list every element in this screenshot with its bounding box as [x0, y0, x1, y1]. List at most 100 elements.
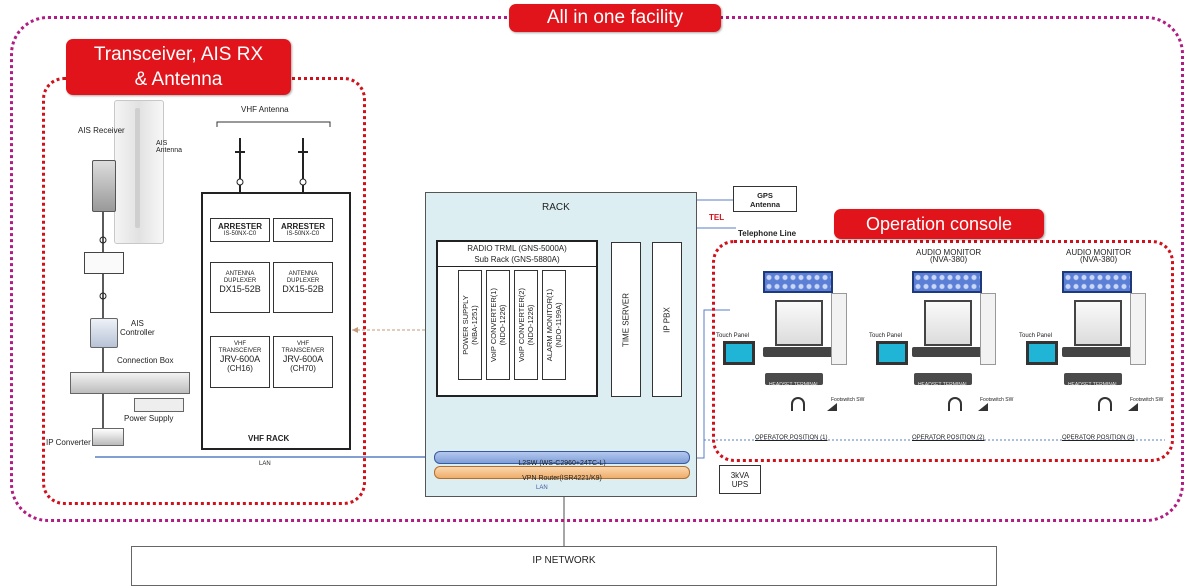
ip-network: IP NETWORK: [131, 546, 997, 586]
operator-position-3: AUDIO MONITOR (NVA-380) Touch Panel HEAD…: [1018, 245, 1168, 445]
arrester-2-model: IS-50NX-C0: [286, 231, 320, 237]
touch-panel-1: [723, 341, 755, 365]
arrester-1: ARRESTER IS-50NX-C0: [210, 218, 270, 242]
facility-banner: All in one facility: [509, 4, 721, 32]
computer-monitor-2: [924, 300, 972, 346]
footswitch-label-3: Footswitch SW: [1130, 397, 1164, 403]
module-alarm-monitor-label: ALARM MONITOR(1) (NDO-1199A): [545, 288, 563, 362]
headset-icon-1: [791, 397, 805, 411]
pc-tower-1: [831, 293, 847, 365]
module-alarm-monitor: ALARM MONITOR(1) (NDO-1199A): [542, 270, 566, 380]
module-power-supply-label: POWER SUPPLY (NBA-1251): [461, 295, 479, 355]
touch-panel-3: [1026, 341, 1058, 365]
module-voip-converter-2: VoIP CONVERTER(2) (NDO-1226): [514, 270, 538, 380]
operator-position-1: Touch Panel HEADSET TERMINAL Footswitch …: [715, 245, 865, 445]
vpn-router: VPN Router(ISR4221/K9): [434, 466, 690, 482]
headset-icon-2: [948, 397, 962, 411]
ais-receiver-label: AIS Receiver: [78, 126, 125, 135]
touch-panel-2: [876, 341, 908, 365]
headset-icon-3: [1098, 397, 1112, 411]
operator-position-2: AUDIO MONITOR (NVA-380) Touch Panel HEAD…: [868, 245, 1018, 445]
ip-pbx-label: IP PBX: [662, 306, 672, 333]
transceiver-banner-line2: & Antenna: [134, 69, 223, 90]
audio-monitor-label-3: AUDIO MONITOR (NVA-380): [1066, 248, 1132, 264]
ais-junction-box: [84, 252, 124, 274]
transceiver-banner-line1: Transceiver, AIS RX: [93, 44, 264, 65]
footswitch-icon-3: [1128, 403, 1138, 411]
footswitch-icon-1: [827, 403, 837, 411]
ups-label: 3kVA UPS: [730, 471, 750, 489]
footswitch-icon-2: [978, 403, 988, 411]
left-lan-label: LAN: [259, 461, 271, 467]
vhf-transceiver-1-channel: (CH16): [227, 364, 253, 373]
ip-network-label: IP NETWORK: [532, 555, 596, 566]
transceiver-banner: Transceiver, AIS RX & Antenna: [66, 39, 291, 95]
audio-monitor-1: [763, 271, 833, 293]
duplexer-2-label: ANTENNA DUPLEXER: [286, 271, 320, 284]
footswitch-label-2: Footswitch SW: [980, 397, 1014, 403]
connection-box-label: Connection Box: [117, 356, 174, 365]
gps-antenna-label: GPS Antenna: [750, 191, 780, 209]
power-supply-unit: [134, 398, 184, 412]
ip-pbx: IP PBX: [652, 242, 682, 397]
rack-lan-label: LAN: [536, 485, 548, 491]
radio-terminal-title: RADIO TRML (GNS-5000A): [467, 244, 567, 253]
ais-controller-label: AIS Controller: [120, 319, 155, 337]
duplexer-2-model: DX15-52B: [282, 284, 324, 294]
duplexer-1-label: ANTENNA DUPLEXER: [223, 271, 257, 284]
vhf-transceiver-1-model: JRV-600A: [219, 354, 261, 364]
touch-panel-label-1: Touch Panel: [716, 333, 750, 339]
ais-controller-unit: [90, 318, 118, 348]
operator-position-label-2: OPERATOR POSITION (2): [912, 435, 985, 441]
headset-terminal-2: HEADSET TERMINAL: [914, 373, 972, 388]
footswitch-label-1: Footswitch SW: [831, 397, 865, 403]
ais-antenna-label: AIS Antenna: [156, 140, 183, 154]
headset-terminal-label-2: HEADSET TERMINAL: [917, 382, 969, 388]
vpn-router-label: VPN Router(ISR4221/K9): [522, 475, 602, 482]
touch-panel-label-2: Touch Panel: [869, 333, 903, 339]
headset-terminal-label-3: HEADSET TERMINAL: [1067, 382, 1119, 388]
vhf-transceiver-1-label: VHF TRANSCEIVER: [218, 341, 262, 354]
ip-converter-label: IP Converter: [46, 438, 91, 447]
time-server: TIME SERVER: [611, 242, 641, 397]
time-server-label: TIME SERVER: [621, 292, 631, 347]
audio-monitor-2: [912, 271, 982, 293]
ip-converter-unit: [92, 428, 124, 446]
arrester-1-label: ARRESTER: [217, 222, 262, 231]
vhf-transceiver-2-model: JRV-600A: [282, 354, 324, 364]
power-supply-label: Power Supply: [124, 414, 174, 423]
vhf-rack-label: VHF RACK: [248, 434, 290, 443]
arrester-1-model: IS-50NX-C0: [223, 231, 257, 237]
l2-switch: L2SW (WS-C2960+24TC-L): [434, 451, 690, 467]
tel-label: TEL: [709, 213, 725, 222]
vhf-transceiver-2-label: VHF TRANSCEIVER: [281, 341, 325, 354]
connection-box-unit: [70, 372, 190, 394]
computer-base-2: [912, 347, 984, 357]
pc-tower-3: [1130, 293, 1146, 365]
module-voip-converter-1-label: VoIP CONVERTER(1) (NDO-1226): [489, 288, 507, 362]
module-voip-converter-1: VoIP CONVERTER(1) (NDO-1226): [486, 270, 510, 380]
operator-position-label-3: OPERATOR POSITION (3): [1062, 435, 1135, 441]
vhf-antenna-title: VHF Antenna: [241, 105, 289, 114]
l2-switch-label: L2SW (WS-C2960+24TC-L): [518, 460, 606, 467]
computer-monitor-1: [775, 300, 823, 346]
telephone-line-label: Telephone Line: [738, 229, 797, 238]
computer-base-1: [763, 347, 835, 357]
touch-panel-label-3: Touch Panel: [1019, 333, 1053, 339]
operator-position-label-1: OPERATOR POSITION (1): [755, 435, 828, 441]
arrester-2: ARRESTER IS-50NX-C0: [273, 218, 333, 242]
audio-monitor-3: [1062, 271, 1132, 293]
vhf-transceiver-2: VHF TRANSCEIVER JRV-600A (CH70): [273, 336, 333, 388]
duplexer-2: ANTENNA DUPLEXER DX15-52B: [273, 262, 333, 313]
computer-base-3: [1062, 347, 1134, 357]
duplexer-1-model: DX15-52B: [219, 284, 261, 294]
radio-divider: [436, 266, 598, 267]
gps-antenna: GPS Antenna: [733, 186, 797, 212]
audio-monitor-label-2: AUDIO MONITOR (NVA-380): [916, 248, 982, 264]
headset-terminal-1: HEADSET TERMINAL: [765, 373, 823, 388]
computer-monitor-3: [1074, 300, 1122, 346]
ais-receiver-unit: [92, 160, 116, 212]
ais-antenna-rod: [135, 108, 140, 228]
vhf-transceiver-2-channel: (CH70): [290, 364, 316, 373]
module-voip-converter-2-label: VoIP CONVERTER(2) (NDO-1226): [517, 288, 535, 362]
